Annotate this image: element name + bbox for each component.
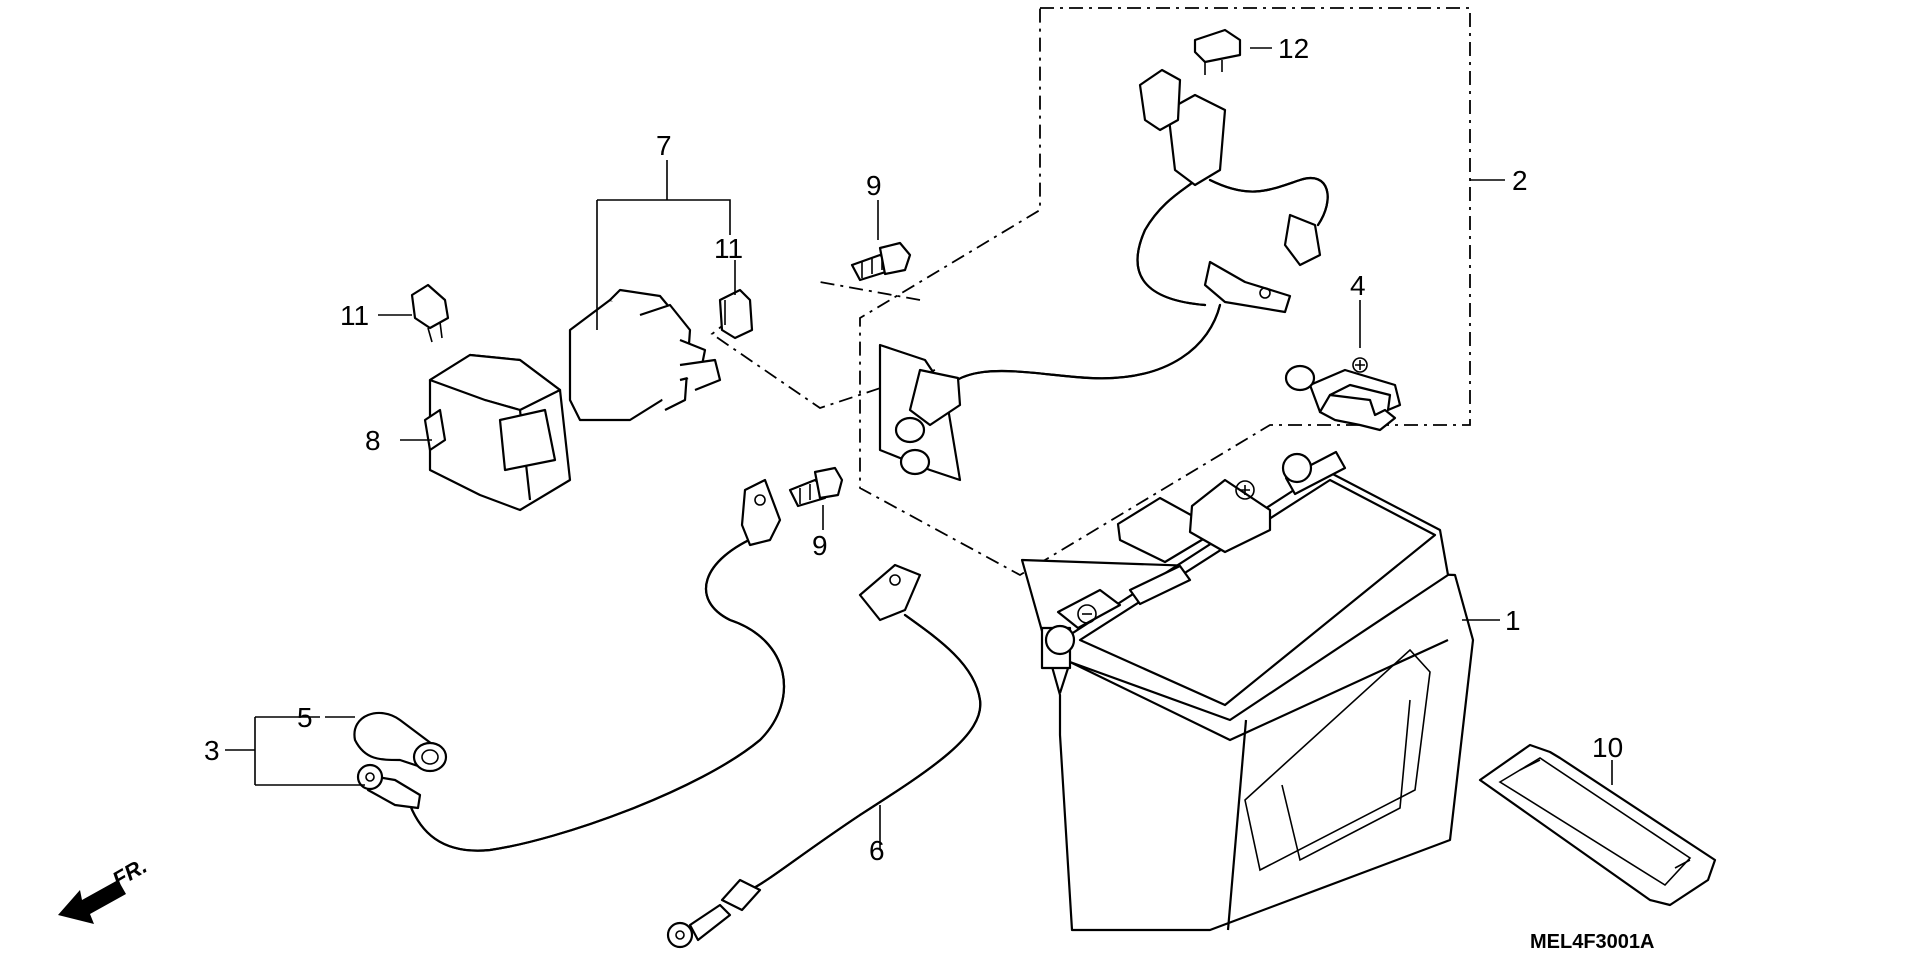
harness-assembly-frame	[710, 7, 1471, 577]
callout-8: 8	[365, 425, 381, 456]
ground-cable	[666, 563, 982, 949]
callout-5: 5	[297, 702, 313, 733]
relay-cover	[423, 353, 572, 512]
starter-cable	[356, 478, 785, 852]
callout-1: 1	[1505, 605, 1521, 636]
callout-10: 10	[1592, 732, 1623, 763]
callout-11-right: 11	[714, 233, 743, 264]
callout-7: 7	[656, 130, 672, 161]
callout-12: 12	[1278, 33, 1309, 64]
callout-9-lower: 9	[812, 530, 828, 561]
fuse-11-left	[410, 283, 450, 343]
battery	[1020, 450, 1475, 932]
bolt-9-upper	[850, 241, 912, 282]
callout-4: 4	[1350, 270, 1366, 301]
fuse-12	[1193, 28, 1242, 75]
diagram-code: MEL4F3001A	[1530, 931, 1655, 953]
callout-11-left: 11	[340, 300, 369, 331]
callout-2: 2	[1512, 165, 1528, 196]
callout-3: 3	[204, 735, 220, 766]
fuse-11-right	[718, 288, 754, 340]
callout-9-upper: 9	[866, 170, 882, 201]
front-direction-arrow: FR.	[58, 853, 151, 924]
battery-band	[1478, 743, 1717, 907]
bolt-9-lower	[788, 466, 844, 508]
callout-numbers: 1 2 3 4 5 6 7 8 9 9 10 11 11 12	[204, 33, 1623, 866]
wire-harness	[878, 68, 1329, 482]
callout-6: 6	[869, 835, 885, 866]
leader-lines	[225, 47, 1613, 850]
holder-4	[1284, 357, 1402, 432]
terminal-cover-5	[353, 711, 448, 773]
starter-relay	[568, 288, 722, 422]
